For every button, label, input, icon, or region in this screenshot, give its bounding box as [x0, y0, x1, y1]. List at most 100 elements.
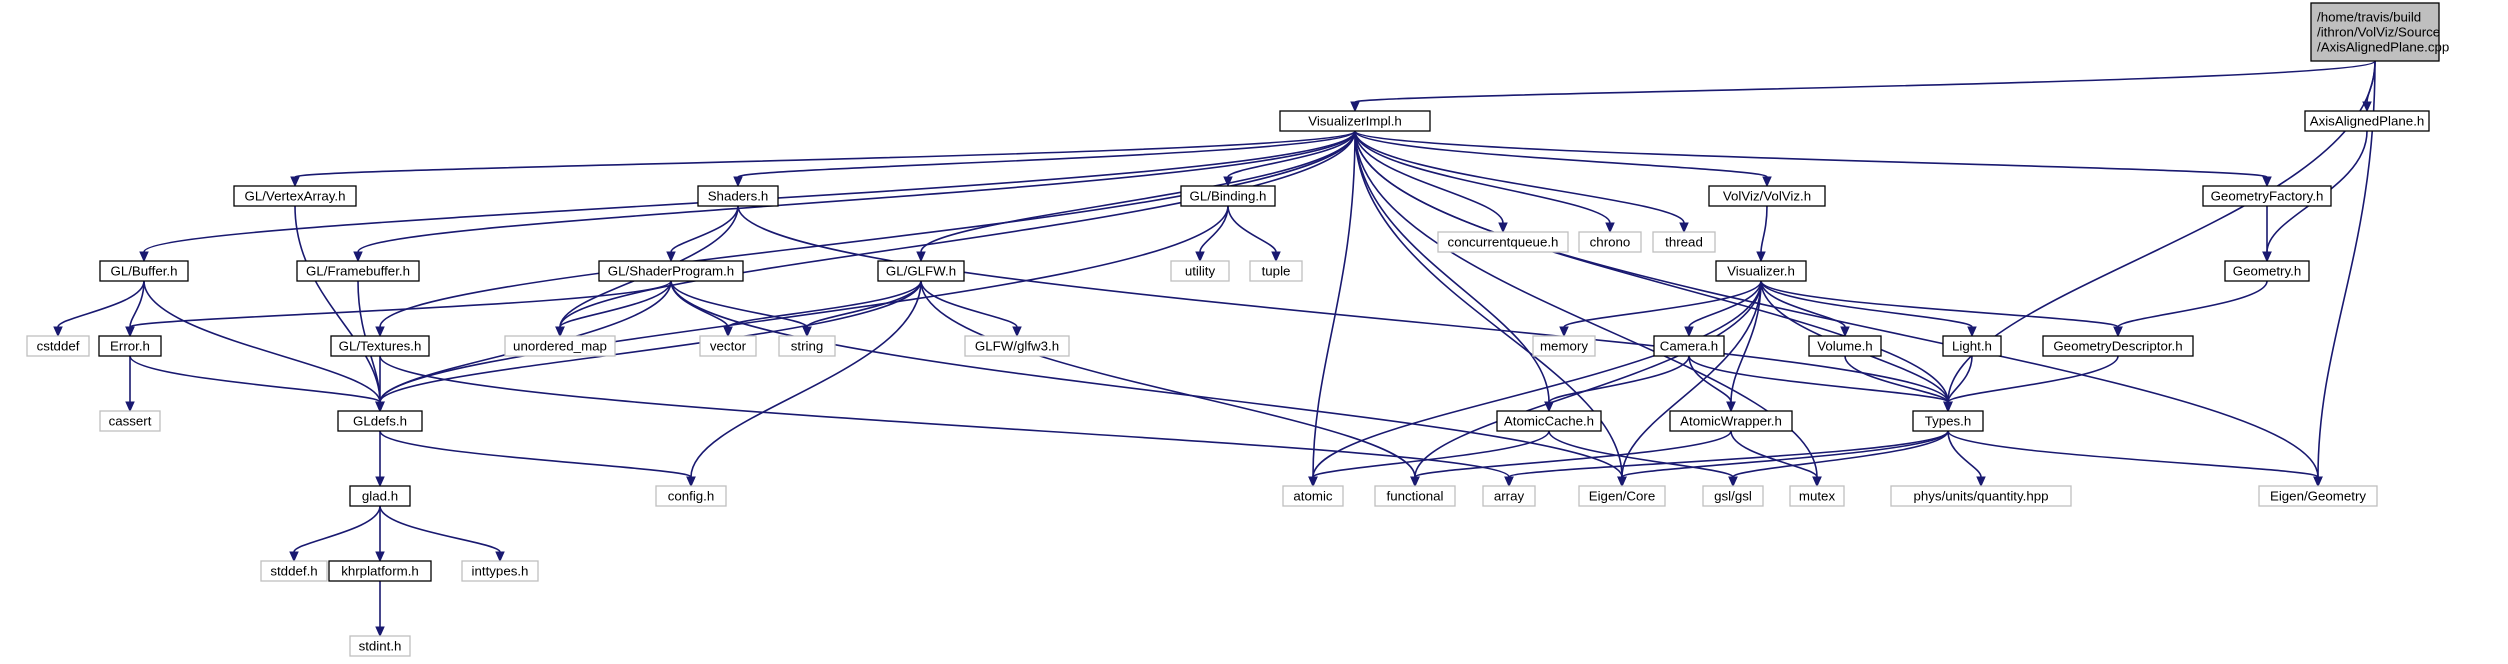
edge-gl_binding-to-tuple [1227, 205, 1277, 253]
arrowhead-camera-to-atomicwrapper [1726, 401, 1736, 413]
node-gl_glfw[interactable]: GL/GLFW.h [877, 260, 965, 282]
node-axisalignedplane[interactable]: AxisAlignedPlane.h [2304, 110, 2430, 132]
node-box-cassert [99, 410, 161, 432]
node-box-error [98, 335, 162, 357]
node-label-gl_textures: GL/Textures.h [339, 339, 422, 354]
node-label-atomicwrapper: AtomicWrapper.h [1680, 414, 1782, 429]
node-label-gl_buffer: GL/Buffer.h [110, 264, 177, 279]
node-error[interactable]: Error.h [98, 335, 162, 357]
node-camera[interactable]: Camera.h [1653, 335, 1725, 357]
node-label-error: Error.h [110, 339, 150, 354]
node-atomiccache[interactable]: AtomicCache.h [1496, 410, 1602, 432]
edge-gl_glfw-to-functional [920, 280, 1416, 478]
arrowhead-visualizerimpl-to-concurrentqueue [1498, 222, 1508, 234]
arrowhead-gl_glfw-to-vector [723, 326, 733, 338]
edge-geometrydescriptor-to-types [1947, 355, 2119, 403]
edge-types-to-array [1508, 430, 1949, 478]
node-box-concurrentqueue [1437, 231, 1569, 253]
node-label-eigen_core: Eigen/Core [1589, 489, 1656, 504]
edge-types-to-gsl [1732, 430, 1949, 478]
node-box-visualizerimpl [1279, 110, 1431, 132]
node-box-geometryfactory [2202, 185, 2332, 207]
edge-visualizerimpl-to-types [1354, 130, 1949, 403]
node-gl_binding[interactable]: GL/Binding.h [1180, 185, 1276, 207]
arrowhead-visualizerimpl-to-thread [1679, 222, 1689, 234]
edge-gl_glfw-to-string [806, 280, 922, 328]
arrowhead-atomicwrapper-to-functional [1410, 476, 1420, 488]
node-label-camera: Camera.h [1660, 339, 1718, 354]
arrowhead-khrplatform-to-stdint [375, 626, 385, 638]
node-box-glfw3 [964, 335, 1070, 357]
node-box-atomic [1282, 485, 1344, 507]
edge-gl_shaderprogram-to-eigen_core [670, 280, 1623, 478]
edge-visualizer-to-functional [1414, 280, 1762, 478]
node-label-volviz: VolViz/VolViz.h [1723, 189, 1811, 204]
node-label-concurrentqueue: concurrentqueue.h [1448, 235, 1559, 250]
node-glad[interactable]: glad.h [349, 485, 411, 507]
node-root[interactable]: /home/travis/build/ithron/VolViz/Source/… [2310, 2, 2449, 62]
node-label-eigen_geometry: Eigen/Geometry [2270, 489, 2366, 504]
node-gldefs[interactable]: GLdefs.h [337, 410, 423, 432]
node-geometryfactory[interactable]: GeometryFactory.h [2202, 185, 2332, 207]
node-types[interactable]: Types.h [1912, 410, 1984, 432]
edge-visualizer-to-volume [1760, 280, 1846, 328]
edge-camera-to-atomiccache [1548, 355, 1690, 403]
node-label-unordered_map: unordered_map [513, 339, 607, 354]
node-box-mutex [1789, 485, 1845, 507]
node-gl_framebuffer[interactable]: GL/Framebuffer.h [296, 260, 420, 282]
node-visualizerimpl[interactable]: VisualizerImpl.h [1279, 110, 1431, 132]
node-khrplatform[interactable]: khrplatform.h [328, 560, 432, 582]
arrowhead-gldefs-to-glad [375, 476, 385, 488]
node-label-gl_binding: GL/Binding.h [1190, 189, 1267, 204]
edge-visualizerimpl-to-gl_vertexarray [294, 130, 1356, 178]
node-label-phys_units: phys/units/quantity.hpp [1913, 489, 2048, 504]
edge-atomiccache-to-atomic [1312, 430, 1550, 478]
node-gl_shaderprogram[interactable]: GL/ShaderProgram.h [598, 260, 744, 282]
arrowhead-types-to-eigen_geometry [2313, 476, 2323, 488]
arrowhead-volviz-to-visualizer [1756, 251, 1766, 263]
node-gl_buffer[interactable]: GL/Buffer.h [99, 260, 189, 282]
node-geometry[interactable]: Geometry.h [2224, 260, 2310, 282]
node-box-khrplatform [328, 560, 432, 582]
node-vector: vector [699, 335, 757, 357]
node-box-light [1942, 335, 2002, 357]
node-box-eigen_geometry [2258, 485, 2378, 507]
node-geometrydescriptor[interactable]: GeometryDescriptor.h [2042, 335, 2194, 357]
edge-visualizerimpl-to-atomiccache [1354, 130, 1550, 403]
node-label-shaders: Shaders.h [708, 189, 769, 204]
node-visualizer[interactable]: Visualizer.h [1715, 260, 1807, 282]
edge-error-to-gldefs [129, 355, 381, 403]
node-label-cstddef: cstddef [37, 339, 80, 354]
node-shaders[interactable]: Shaders.h [697, 185, 779, 207]
node-atomicwrapper[interactable]: AtomicWrapper.h [1669, 410, 1793, 432]
node-volume[interactable]: Volume.h [1808, 335, 1882, 357]
edge-visualizerimpl-to-eigen_core [1354, 130, 1623, 478]
arrowhead-types-to-array [1504, 476, 1514, 488]
node-box-geometry [2224, 260, 2310, 282]
node-volviz[interactable]: VolViz/VolViz.h [1708, 185, 1826, 207]
edge-types-to-eigen_geometry [1947, 430, 2319, 478]
edge-atomiccache-to-gsl [1548, 430, 1734, 478]
node-gl_vertexarray[interactable]: GL/VertexArray.h [233, 185, 357, 207]
node-label-gl_vertexarray: GL/VertexArray.h [245, 189, 346, 204]
arrowhead-atomicwrapper-to-mutex [1812, 476, 1822, 488]
edge-gl_glfw-to-gldefs [379, 280, 922, 403]
node-label-volume: Volume.h [1817, 339, 1872, 354]
arrowhead-gldefs-to-config [686, 476, 696, 488]
node-functional: functional [1374, 485, 1456, 507]
node-gl_textures[interactable]: GL/Textures.h [330, 335, 430, 357]
edge-shaders-to-gl_shaderprogram [670, 205, 739, 253]
node-label-root-line-3: /AxisAlignedPlane.cpp [2317, 40, 2449, 55]
arrowhead-glad-to-inttypes [495, 551, 505, 563]
node-light[interactable]: Light.h [1942, 335, 2002, 357]
node-cassert: cassert [99, 410, 161, 432]
arrowhead-glad-to-khrplatform [375, 551, 385, 563]
node-label-atomiccache: AtomicCache.h [1504, 414, 1594, 429]
arrowhead-gl_shaderprogram-to-error [125, 326, 135, 338]
edge-gl_buffer-to-error [129, 280, 145, 328]
arrowhead-types-to-eigen_core [1617, 476, 1627, 488]
edge-visualizerimpl-to-shaders [737, 130, 1356, 178]
arrowhead-glad-to-stddef [289, 551, 299, 563]
node-box-gldefs [337, 410, 423, 432]
